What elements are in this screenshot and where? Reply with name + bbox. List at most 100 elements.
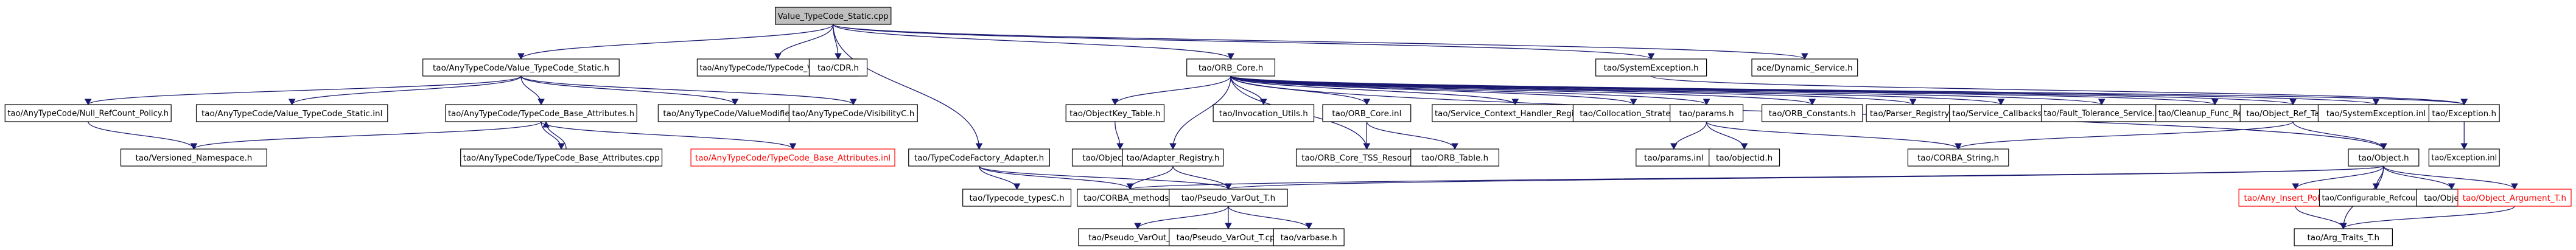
node-vtcs_inl[interactable]: tao/AnyTypeCode/Value_TypeCode_Static.in… [195,104,388,122]
node-pvo_h[interactable]: tao/Pseudo_VarOut_T.h [1169,189,1288,207]
arrowhead-root-to-dynsvc_h [1801,53,1808,60]
node-box-adreg_h [1122,148,1224,167]
node-pvo_cpp[interactable]: tao/Pseudo_VarOut_T.cpp [1169,228,1288,246]
node-label-argtraits_h: tao/Arg_Traits_T.h [2307,233,2379,243]
edge-object_h-to-objarg_h [2383,165,2515,190]
arrowhead-orbcore_h-to-objref_h [2289,99,2297,106]
arrowhead-params_h-to-objectid_h [1740,143,1748,150]
node-pvo_inl[interactable]: tao/Pseudo_VarOut_T.inl [1078,228,1197,246]
node-label-ftsvc_h: tao/Fault_Tolerance_Service.h [2044,109,2160,119]
node-label-tcfa_h: tao/TypeCodeFactory_Adapter.h [914,153,1044,163]
node-exc_h[interactable]: tao/Exception.h [2428,104,2500,122]
edge-object_h-to-object_inl [2383,165,2452,190]
node-box-corbameth_h [1077,189,1184,207]
node-label-exc_inl: tao/Exception.inl [2431,154,2497,163]
node-tcba_inl[interactable]: tao/AnyTypeCode/TypeCode_Base_Attributes… [690,148,895,167]
edge-pvo_h-to-varbase_h [1228,206,1309,229]
node-parser_h[interactable]: tao/Parser_Registry.h [1866,104,1960,122]
node-box-sysexc_h [1595,58,1707,77]
node-params_h[interactable]: tao/params.h [1670,104,1744,122]
node-box-vtcs_h [422,58,620,77]
node-sysexc_inl[interactable]: tao/SystemException.inl [2317,104,2435,122]
edge-adreg_h-to-corbameth_h [1130,165,1174,190]
edge-tcba_h-to-verns_h [193,121,542,150]
node-label-root: Value_TypeCode_Static.cpp [778,12,889,21]
node-ftsvc_h[interactable]: tao/Fault_Tolerance_Service.h [2040,104,2163,122]
node-sysexc_h[interactable]: tao/SystemException.h [1595,58,1707,77]
node-box-svccb_h [1949,104,2053,122]
edge-orbcore_h-to-params_h [1230,75,1707,105]
node-confref_h[interactable]: tao/Configurable_Refcount.h [2319,189,2434,207]
edge-root-to-tcfa_h [833,24,980,150]
node-label-vtcs_h: tao/AnyTypeCode/Value_TypeCode_Static.h [433,63,609,73]
node-label-invutils_h: tao/Invocation_Utils.h [1219,109,1308,119]
node-corbameth_h[interactable]: tao/CORBA_methods.h [1077,189,1184,207]
arrowhead-tcfa_h-to-tctypes_h [1013,183,1021,190]
node-box-parser_h [1866,104,1960,122]
node-orbconst_h[interactable]: tao/ORB_Constants.h [1761,104,1863,122]
edge-object_h-to-corbameth_h [1130,165,2384,190]
node-tctypes_h[interactable]: tao/Typecode_typesC.h [962,189,1072,207]
node-box-objectid_h [1709,148,1780,167]
edge-orbcore_h-to-objref_h [1230,75,2294,105]
node-exc_inl[interactable]: tao/Exception.inl [2428,148,2500,167]
node-params_inl[interactable]: tao/params.inl [1636,148,1712,167]
node-label-dynsvc_h: ace/Dynamic_Service.h [1757,63,1853,73]
node-nullref_h[interactable]: tao/AnyTypeCode/Null_RefCount_Policy.h [4,104,172,122]
node-box-cdr_h [808,58,868,77]
edge-nullref_h-to-verns_h [88,121,195,150]
node-cdr_h[interactable]: tao/CDR.h [808,58,868,77]
node-label-pvo_inl: tao/Pseudo_VarOut_T.inl [1088,233,1187,243]
node-box-schr_h [1432,104,1599,122]
node-label-verns_h: tao/Versioned_Namespace.h [135,153,252,163]
node-dynsvc_h[interactable]: ace/Dynamic_Service.h [1751,58,1858,77]
node-verns_h[interactable]: tao/Versioned_Namespace.h [120,148,267,167]
node-invutils_h[interactable]: tao/Invocation_Utils.h [1213,104,1315,122]
node-box-vis_h [788,104,918,122]
node-tcfa_h[interactable]: tao/TypeCodeFactory_Adapter.h [908,148,1050,167]
arrowhead-orbcore_h-to-orbcore_inl [1363,99,1371,106]
node-argtraits_h[interactable]: tao/Arg_Traits_T.h [2294,228,2393,246]
node-orbcore_inl[interactable]: tao/ORB_Core.inl [1322,104,1412,122]
node-tcba_cpp[interactable]: tao/AnyTypeCode/TypeCode_Base_Attributes… [460,148,663,167]
node-corbastr_h[interactable]: tao/CORBA_String.h [1907,148,2009,167]
edge-vtcs_h-to-vis_h [520,75,854,105]
node-objectid_h[interactable]: tao/objectid.h [1709,148,1780,167]
node-orbcore_h[interactable]: tao/ORB_Core.h [1186,58,1276,77]
node-adreg_h[interactable]: tao/Adapter_Registry.h [1122,148,1224,167]
node-box-orbconst_h [1761,104,1863,122]
node-label-varbase_h: tao/varbase.h [1281,233,1337,243]
node-tcba_h[interactable]: tao/AnyTypeCode/TypeCode_Base_Attributes… [445,104,637,122]
node-label-tcba_h: tao/AnyTypeCode/TypeCode_Base_Attributes… [448,109,634,119]
node-valmod_h[interactable]: tao/AnyTypeCode/ValueModifierC.h [657,104,813,122]
edge-object_h-to-pvo_h [1228,165,2384,190]
edge-params_h-to-corbastr_h [1706,121,1959,150]
node-objkt_h[interactable]: tao/ObjectKey_Table.h [1065,104,1165,122]
arrowhead-nullref_h-to-verns_h [190,143,198,150]
edge-orbcore_h-to-sysexc_inl [1230,75,2377,105]
node-object_h[interactable]: tao/Object.h [2348,148,2420,167]
node-box-nullref_h [4,104,172,122]
edge-vtcs_h-to-valmod_h [520,75,736,105]
edge-params_h-to-params_inl [1673,121,1707,150]
node-label-params_inl: tao/params.inl [1644,153,1704,163]
nodes-layer: Value_TypeCode_Static.cpp tao/AnyTypeCode… [4,7,2572,246]
node-varbase_h[interactable]: tao/varbase.h [1273,228,1345,246]
node-vtcs_h[interactable]: tao/AnyTypeCode/Value_TypeCode_Static.h [422,58,620,77]
edge-root-to-orbcore_h [833,24,1231,60]
node-box-tctypes_h [962,189,1072,207]
arrowhead-sysexc_h-to-exc_h [2460,99,2468,106]
node-label-corbameth_h: tao/CORBA_methods.h [1083,193,1177,203]
node-objarg_h[interactable]: tao/Object_Argument_T.h [2457,189,2572,207]
arrowhead-orbcore_h-to-objkt_h [1111,99,1119,106]
node-schr_h[interactable]: tao/Service_Context_Handler_Registry.h [1432,104,1599,122]
edge-objarg_h-to-argtraits_h [2343,206,2515,229]
node-vis_h[interactable]: tao/AnyTypeCode/VisibilityC.h [788,104,918,122]
node-orbtable_h[interactable]: tao/ORB_Table.h [1410,148,1500,167]
arrowhead-orbcore_inl-to-tss_h [1363,143,1371,150]
arrowhead-vtcs_h-to-nullref_h [84,99,92,106]
node-box-pvo_cpp [1169,228,1288,246]
node-box-sysexc_inl [2317,104,2435,122]
node-svccb_h[interactable]: tao/Service_Callbacks.h [1949,104,2053,122]
arrowhead-object_h-to-objarg_h [2511,183,2518,190]
